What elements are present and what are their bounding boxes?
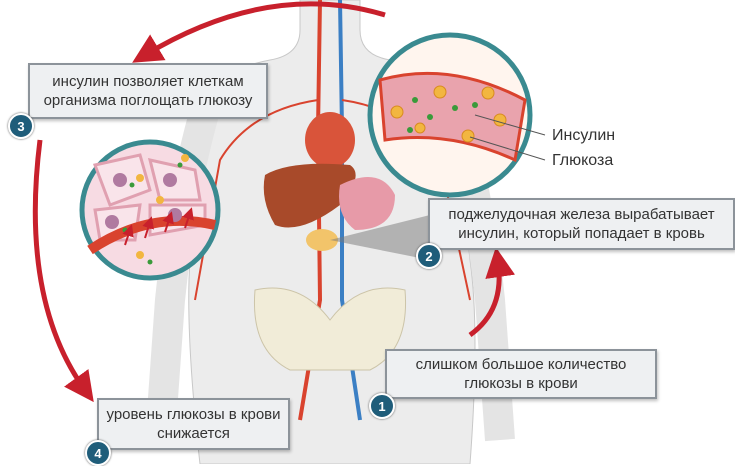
step-2-box: поджелудочная железа вырабатывает инсули… [428,198,735,250]
insulin-label: Инсулин [552,127,616,144]
arrow-left [32,139,94,403]
glucose-label: Глюкоза [552,152,614,169]
blood-vessel-magnifier [367,32,546,198]
liver [263,163,356,228]
pancreas [306,229,338,251]
arrow-top [132,1,386,63]
stomach [339,177,395,230]
step-3-box: инсулин позволяет клеткам организма погл… [28,63,268,119]
step-4-box: уровень глюкозы в крови снижается [97,398,290,450]
step-2-badge: 2 [416,243,442,269]
cells-magnifier [79,139,221,281]
heart [305,112,355,168]
step-1-box: слишком большое количество глюкозы в кро… [385,349,657,399]
step-1-badge: 1 [369,393,395,419]
arrow-right [468,247,516,338]
pelvis [253,287,407,371]
step-4-badge: 4 [85,440,111,466]
step-3-badge: 3 [8,113,34,139]
